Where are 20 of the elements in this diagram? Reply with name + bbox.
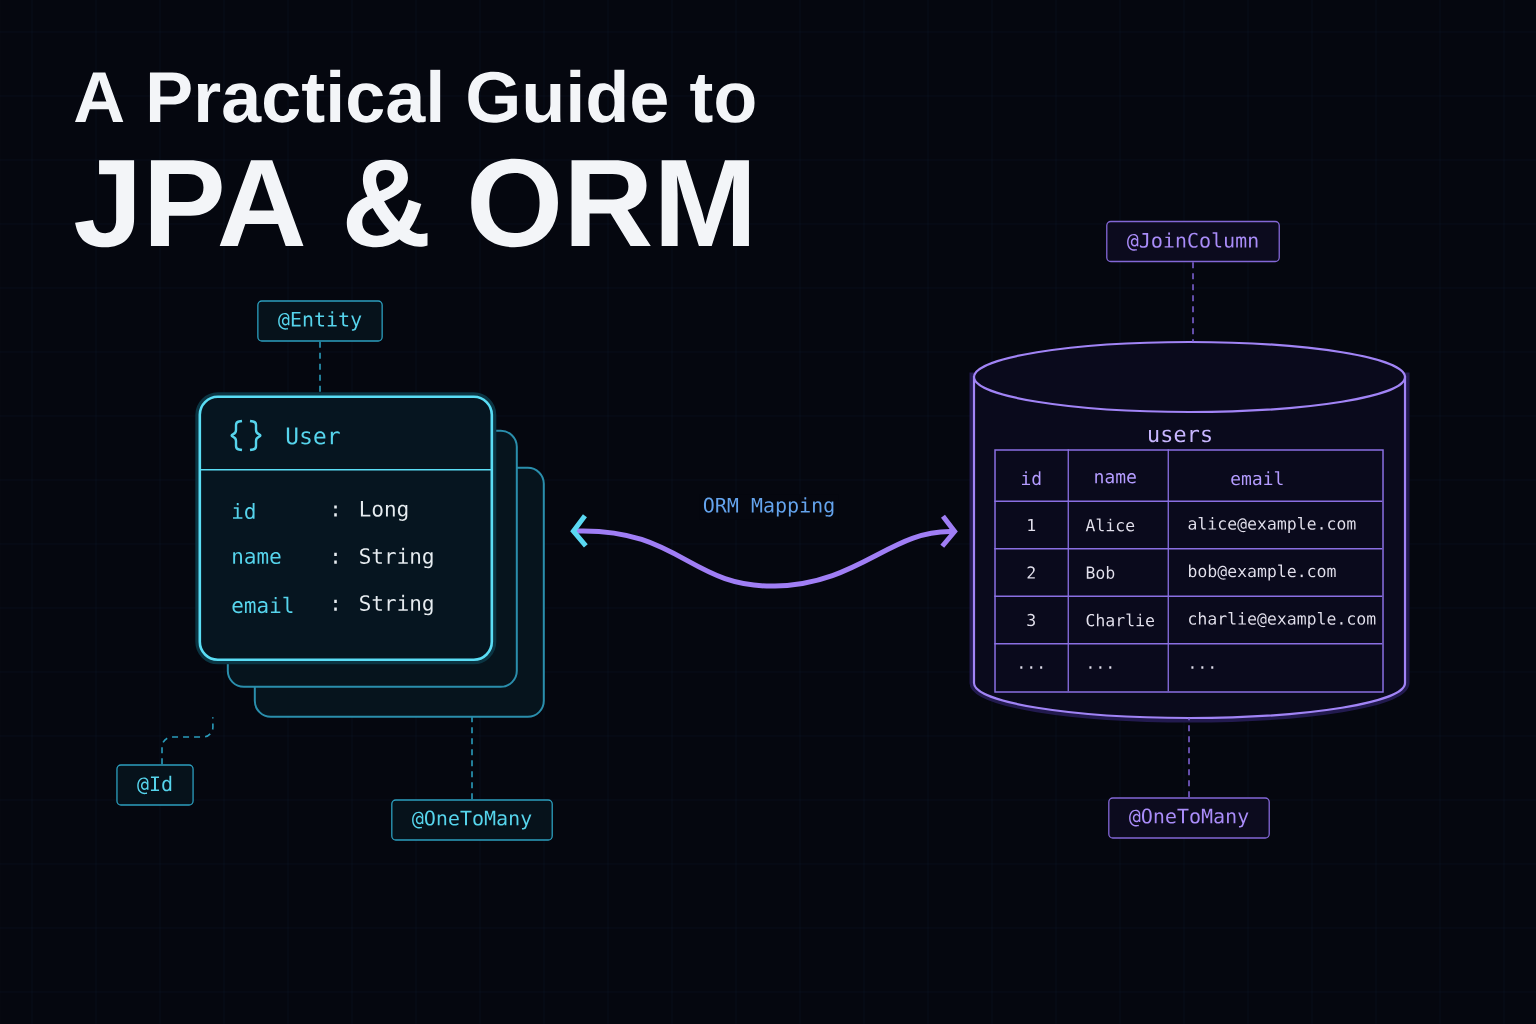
annotation-tag: @OneToMany xyxy=(391,799,553,841)
leader-line xyxy=(471,716,473,801)
class-name: User xyxy=(286,427,340,445)
annotation-tag: @Entity xyxy=(257,300,383,342)
field-type: : String xyxy=(334,594,433,616)
field-name: id xyxy=(233,502,255,520)
annotation-tag: @JoinColumn xyxy=(1106,220,1280,263)
leader-line xyxy=(1188,717,1190,799)
edge-label: ORM Mapping xyxy=(699,494,839,520)
leader-line xyxy=(161,716,214,766)
title: A Practical Guide to JPA & ORM xyxy=(75,69,755,248)
field-name: email xyxy=(232,596,293,614)
annotation-tag: @Id xyxy=(116,764,194,806)
field-type: : Long xyxy=(334,501,408,521)
double-arrow xyxy=(570,514,958,589)
leader-line xyxy=(319,340,321,393)
annotation-tag: @OneToMany xyxy=(1108,797,1270,839)
field-name: name xyxy=(233,551,281,565)
field-type: : String xyxy=(334,547,433,569)
leader-line xyxy=(1192,261,1194,343)
